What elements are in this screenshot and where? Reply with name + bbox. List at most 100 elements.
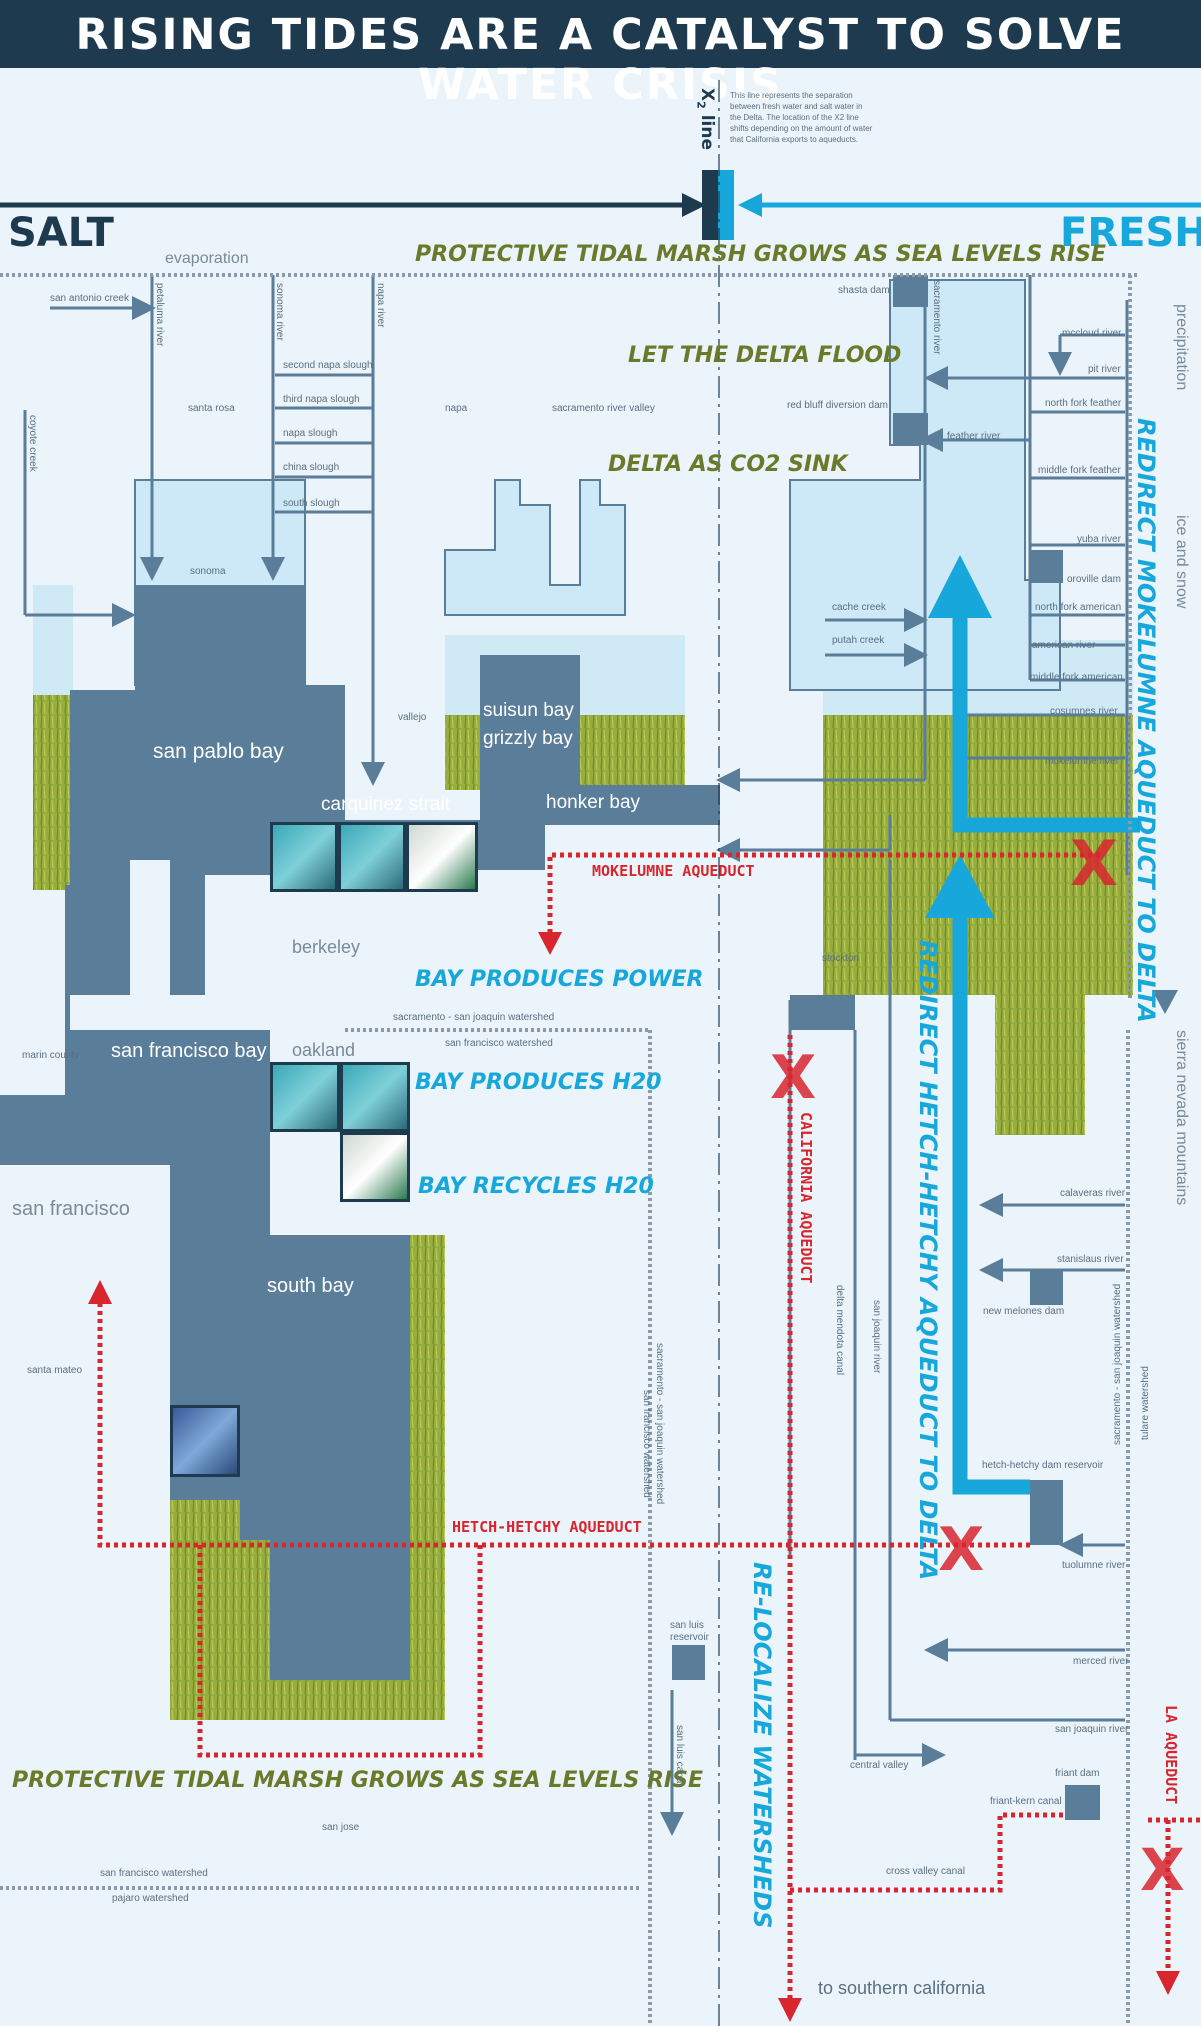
city-napa: napa [445, 403, 468, 414]
fresh-label: FRESH [1060, 210, 1201, 256]
aqueduct-mokelumne: MOKELUMNE AQUEDUCT [592, 862, 755, 880]
city-sonoma: sonoma [190, 566, 226, 577]
label-shasta: shasta dam [838, 285, 890, 296]
label-sac-sj-vert: sacramento - san joaquin watershed [654, 1343, 665, 1505]
label-feather: feather river [947, 431, 1001, 442]
label-sac-sj-ws: sacramento - san joaquin watershed [393, 1012, 555, 1023]
headline-h2o: BAY PRODUCES H20 [415, 1070, 662, 1095]
aqueduct-la: LA AQUEDUCT [1162, 1705, 1180, 1805]
label-san-luis-canal: san luis canal [674, 1725, 685, 1786]
label-tulare: tulare watershed [1140, 1366, 1151, 1440]
label-san-antonio: san antonio creek [50, 293, 129, 304]
label-china: china slough [283, 462, 340, 473]
page-title: RISING TIDES ARE A CATALYST TO SOLVE WAT… [75, 10, 1126, 110]
title-bar [0, 0, 1201, 68]
label-sf-ws-bottom: san francisco watershed [100, 1868, 208, 1879]
label-hh-reservoir: hetch-hetchy dam reservoir [982, 1460, 1104, 1471]
label-mf-feather: middle fork feather [1038, 465, 1121, 476]
city-vallejo: vallejo [398, 712, 427, 723]
headline-marsh-bottom: PROTECTIVE TIDAL MARSH GROWS AS SEA LEVE… [12, 1768, 703, 1793]
label-sj-river: san joaquin river [871, 1300, 882, 1374]
label-stanislaus: stanislaus river [1057, 1254, 1124, 1265]
x-mark-icon: X X X X [770, 827, 1185, 1904]
label-new-melones: new melones dam [983, 1306, 1065, 1317]
svg-text:X: X [770, 1043, 816, 1113]
headline-recycle: BAY RECYCLES H20 [418, 1174, 654, 1199]
svg-text:X: X [1070, 827, 1118, 900]
label-american: american river [1032, 640, 1096, 651]
label-sac-valley: sacramento river valley [552, 403, 655, 414]
label-red-bluff: red bluff diversion dam [787, 400, 888, 411]
label-south-slough: south slough [283, 498, 340, 509]
label-mccloud: mccloud river [1062, 328, 1122, 339]
city-marin: marin county [22, 1050, 80, 1061]
photo-tile-3 [406, 822, 478, 892]
label-sac-river: sacramento river [931, 280, 942, 355]
city-santa-mateo: santa mateo [27, 1365, 83, 1376]
city-central-valley: central valley [850, 1760, 909, 1771]
bay-grizzly: grizzly bay [483, 728, 573, 749]
bay-san-pablo: san pablo bay [153, 740, 284, 763]
bay-carquinez: carquinez strait [321, 794, 450, 815]
label-coyote: coyote creek [27, 415, 38, 472]
headline-mokelumne-redirect: REDIRECT MOKELUMNE AQUEDUCT TO DELTA [1132, 418, 1160, 1023]
label-cache: cache creek [832, 602, 886, 613]
label-oroville: oroville dam [1067, 574, 1121, 585]
city-santa-rosa: santa rosa [188, 403, 235, 414]
label-pajaro: pajaro watershed [112, 1893, 189, 1904]
label-cross-valley: cross valley canal [886, 1866, 965, 1877]
label-calaveras: calaveras river [1060, 1188, 1126, 1199]
label-napa-river: napa river [375, 283, 386, 328]
city-oakland: oakland [292, 1040, 356, 1060]
headline-marsh-top: PROTECTIVE TIDAL MARSH GROWS AS SEA LEVE… [415, 242, 1106, 267]
label-sj-river-2: san joaquin river [1055, 1724, 1129, 1735]
label-ice-snow: ice and snow [1173, 515, 1190, 609]
bay-san-francisco: san francisco bay [111, 1040, 267, 1062]
bay-south: south bay [267, 1275, 354, 1297]
label-napa-slough: napa slough [283, 428, 338, 439]
x2-label: X2 line [694, 88, 717, 150]
headline-delta-flood: LET THE DELTA FLOOD [628, 343, 902, 368]
label-nf-american: north fork american [1035, 602, 1122, 613]
blue-arrow-up-2 [925, 855, 995, 918]
photo-tile-6 [340, 1132, 410, 1202]
headline-co2: DELTA AS CO2 SINK [608, 452, 848, 477]
city-stockton: stockton [822, 953, 860, 964]
headline-power: BAY PRODUCES POWER [415, 967, 704, 992]
label-yuba: yuba river [1077, 534, 1121, 545]
label-putah: putah creek [832, 635, 885, 646]
marsh-photo-left [33, 695, 73, 890]
photo-tile-1 [270, 822, 338, 892]
label-sf-vert: san francisco watershed [641, 1390, 652, 1498]
bay-suisun: suisun bay [483, 700, 574, 721]
label-sf-ws: san francisco watershed [445, 1038, 553, 1049]
label-san-luis-res: san luis reservoir [670, 1620, 709, 1643]
aqueduct-hetch: HETCH-HETCHY AQUEDUCT [452, 1518, 642, 1536]
headline-relocalize: RE-LOCALIZE WATERSHEDS [748, 1562, 776, 1929]
photo-tile-7 [170, 1405, 240, 1477]
city-san-francisco: san francisco [12, 1198, 130, 1220]
blue-arrow-up-1 [928, 555, 992, 618]
aqueduct-california: CALIFORNIA AQUEDUCT [797, 1112, 815, 1284]
city-berkeley: berkeley [292, 937, 361, 957]
photo-tile-5 [340, 1062, 410, 1132]
city-to-socal: to southern california [818, 1978, 986, 1998]
label-petaluma: petaluma river [154, 283, 165, 347]
label-sac-sj-vert-2: sacramento - san joaquin watershed [1112, 1283, 1123, 1445]
label-cosumnes: cosumnes river [1050, 706, 1118, 717]
label-sierra: sierra nevada mountains [1173, 1030, 1190, 1206]
headline-hetch-redirect: REDIRECT HETCH-HETCHY AQUEDUCT TO DELTA [914, 940, 942, 1581]
label-delta-mendota: delta mendota canal [834, 1285, 845, 1376]
label-friant: friant dam [1055, 1768, 1100, 1779]
bay-honker: honker bay [546, 792, 641, 813]
label-evaporation: evaporation [165, 250, 249, 267]
photo-tile-2 [338, 822, 406, 892]
label-friant-kern: friant-kern canal [990, 1796, 1062, 1807]
x2-marker-icon [702, 170, 718, 240]
label-sonoma-river: sonoma river [274, 283, 285, 341]
label-third-napa: third napa slough [283, 394, 360, 405]
svg-text:X: X [938, 1515, 984, 1585]
salt-label: SALT [8, 210, 114, 256]
